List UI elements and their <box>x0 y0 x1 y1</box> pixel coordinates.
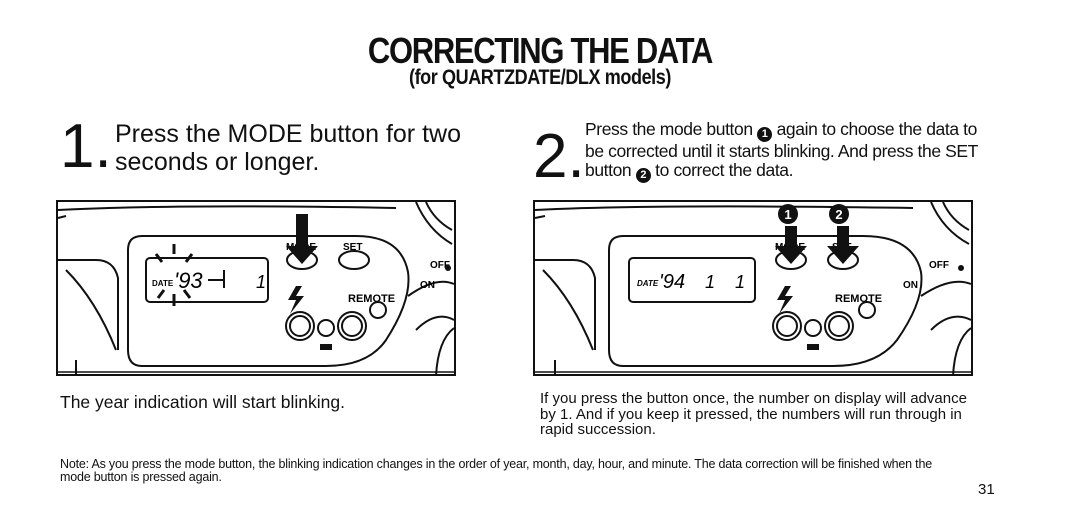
step-2-number: 2. <box>533 122 585 191</box>
callout-2-icon <box>829 204 849 224</box>
off-label: OFF <box>430 260 450 271</box>
set-press-arrow-icon <box>827 226 859 264</box>
step-2-caption: If you press the button once, the number… <box>540 390 967 438</box>
callout-1-icon <box>778 204 798 224</box>
lcd-month-display: 1 <box>705 272 715 292</box>
step-2-instruction: Press the mode button 1 again to choose … <box>585 120 985 183</box>
remote-label: REMOTE <box>348 293 395 305</box>
marker-2-icon: 2 <box>635 168 651 183</box>
step-2-text-a: Press the mode button <box>585 119 758 139</box>
flash-icon <box>777 286 793 314</box>
step-1-caption: The year indication will start blinking. <box>60 392 345 412</box>
flash-icon <box>288 286 304 314</box>
mode-press-arrow-icon <box>775 226 807 264</box>
press-arrow-icon <box>286 214 318 264</box>
page-subtitle: (for QUARTZDATE/DLX models) <box>409 66 671 89</box>
lcd-date-label: DATE <box>152 279 174 288</box>
step-2-text-b: again to choose the data to be corrected… <box>585 119 978 180</box>
on-label: ON <box>903 280 918 291</box>
lcd-year-display: '94 <box>659 271 685 293</box>
lcd-date-label: DATE <box>637 279 659 288</box>
marker-1-icon: 1 <box>757 127 773 142</box>
remote-label: REMOTE <box>835 293 882 305</box>
step-2-text-c: to correct the data. <box>650 160 794 180</box>
lcd-day-display: 1 <box>256 272 266 292</box>
page-title: CORRECTING THE DATA <box>367 30 713 71</box>
lcd-day-display: 1 <box>735 272 745 292</box>
on-label: ON <box>420 280 435 291</box>
callout-1-label: 1 <box>784 207 791 222</box>
page-number: 31 <box>978 481 995 498</box>
step-1-number: 1. <box>60 112 112 181</box>
set-label: SET <box>343 242 362 253</box>
lcd-year-display: '93 <box>174 268 203 293</box>
set-button <box>338 250 370 270</box>
off-label: OFF <box>929 260 949 271</box>
footnote: Note: As you press the mode button, the … <box>60 457 932 484</box>
step-1-instruction: Press the MODE button for two seconds or… <box>115 120 461 176</box>
camera-diagram-step-1: DATE '93 1 MODE SET REMOTE ON OFF <box>56 200 456 376</box>
callout-2-label: 2 <box>835 207 842 222</box>
camera-diagram-step-2: DATE '94 1 1 MODE SET 1 2 REMOTE ON OFF <box>533 200 973 376</box>
